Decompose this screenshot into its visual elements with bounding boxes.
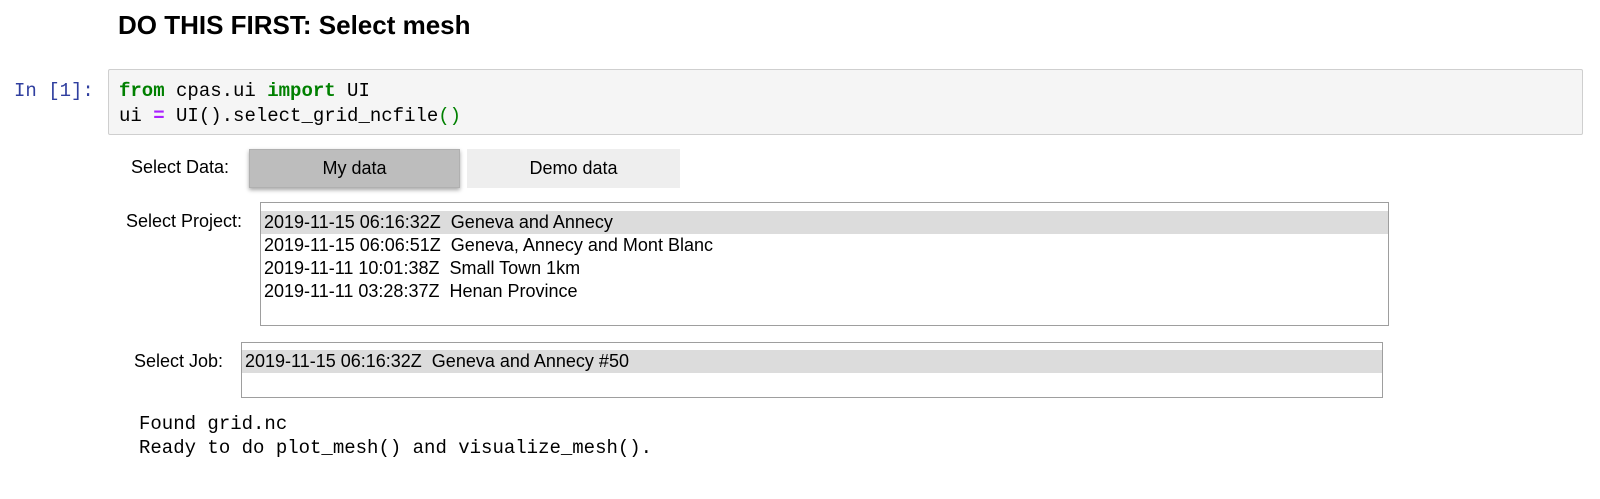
keyword-from: from (119, 80, 165, 102)
import-name: UI (335, 80, 370, 102)
input-prompt: In [1]: (14, 80, 94, 102)
project-listbox[interactable]: 2019-11-15 06:16:32Z Geneva and Annecy 2… (260, 202, 1389, 326)
code-line-2: ui = UI().select_grid_ncfile() (119, 105, 461, 127)
variable-name: ui (119, 105, 154, 127)
output-line-2: Ready to do plot_mesh() and visualize_me… (139, 437, 653, 459)
output-line-1: Found grid.nc (139, 413, 288, 435)
job-option[interactable]: 2019-11-15 06:16:32Z Geneva and Annecy #… (242, 350, 1382, 373)
project-option[interactable]: 2019-11-15 06:16:32Z Geneva and Annecy (261, 211, 1388, 234)
page-title: DO THIS FIRST: Select mesh (118, 10, 471, 40)
project-option[interactable]: 2019-11-11 03:28:37Z Henan Province (264, 281, 578, 301)
select-data-label: Select Data: (131, 157, 230, 177)
code-line-1: from cpas.ui import UI (119, 80, 370, 102)
demo-data-button[interactable]: Demo data (467, 149, 680, 188)
assign-operator: = (153, 105, 165, 127)
select-job-label: Select Job: (134, 351, 224, 371)
project-option[interactable]: 2019-11-15 06:06:51Z Geneva, Annecy and … (264, 235, 713, 255)
job-listbox[interactable]: 2019-11-15 06:16:32Z Geneva and Annecy #… (241, 342, 1383, 398)
select-project-label: Select Project: (126, 211, 243, 231)
code-cell[interactable]: from cpas.ui import UI ui = UI().select_… (108, 69, 1583, 135)
module-name: cpas.ui (164, 80, 268, 102)
keyword-import: import (267, 80, 336, 102)
my-data-button[interactable]: My data (249, 149, 460, 188)
call-parens: () (438, 105, 462, 127)
function-call: UI().select_grid_ncfile (164, 105, 439, 127)
project-option[interactable]: 2019-11-11 10:01:38Z Small Town 1km (264, 258, 581, 278)
